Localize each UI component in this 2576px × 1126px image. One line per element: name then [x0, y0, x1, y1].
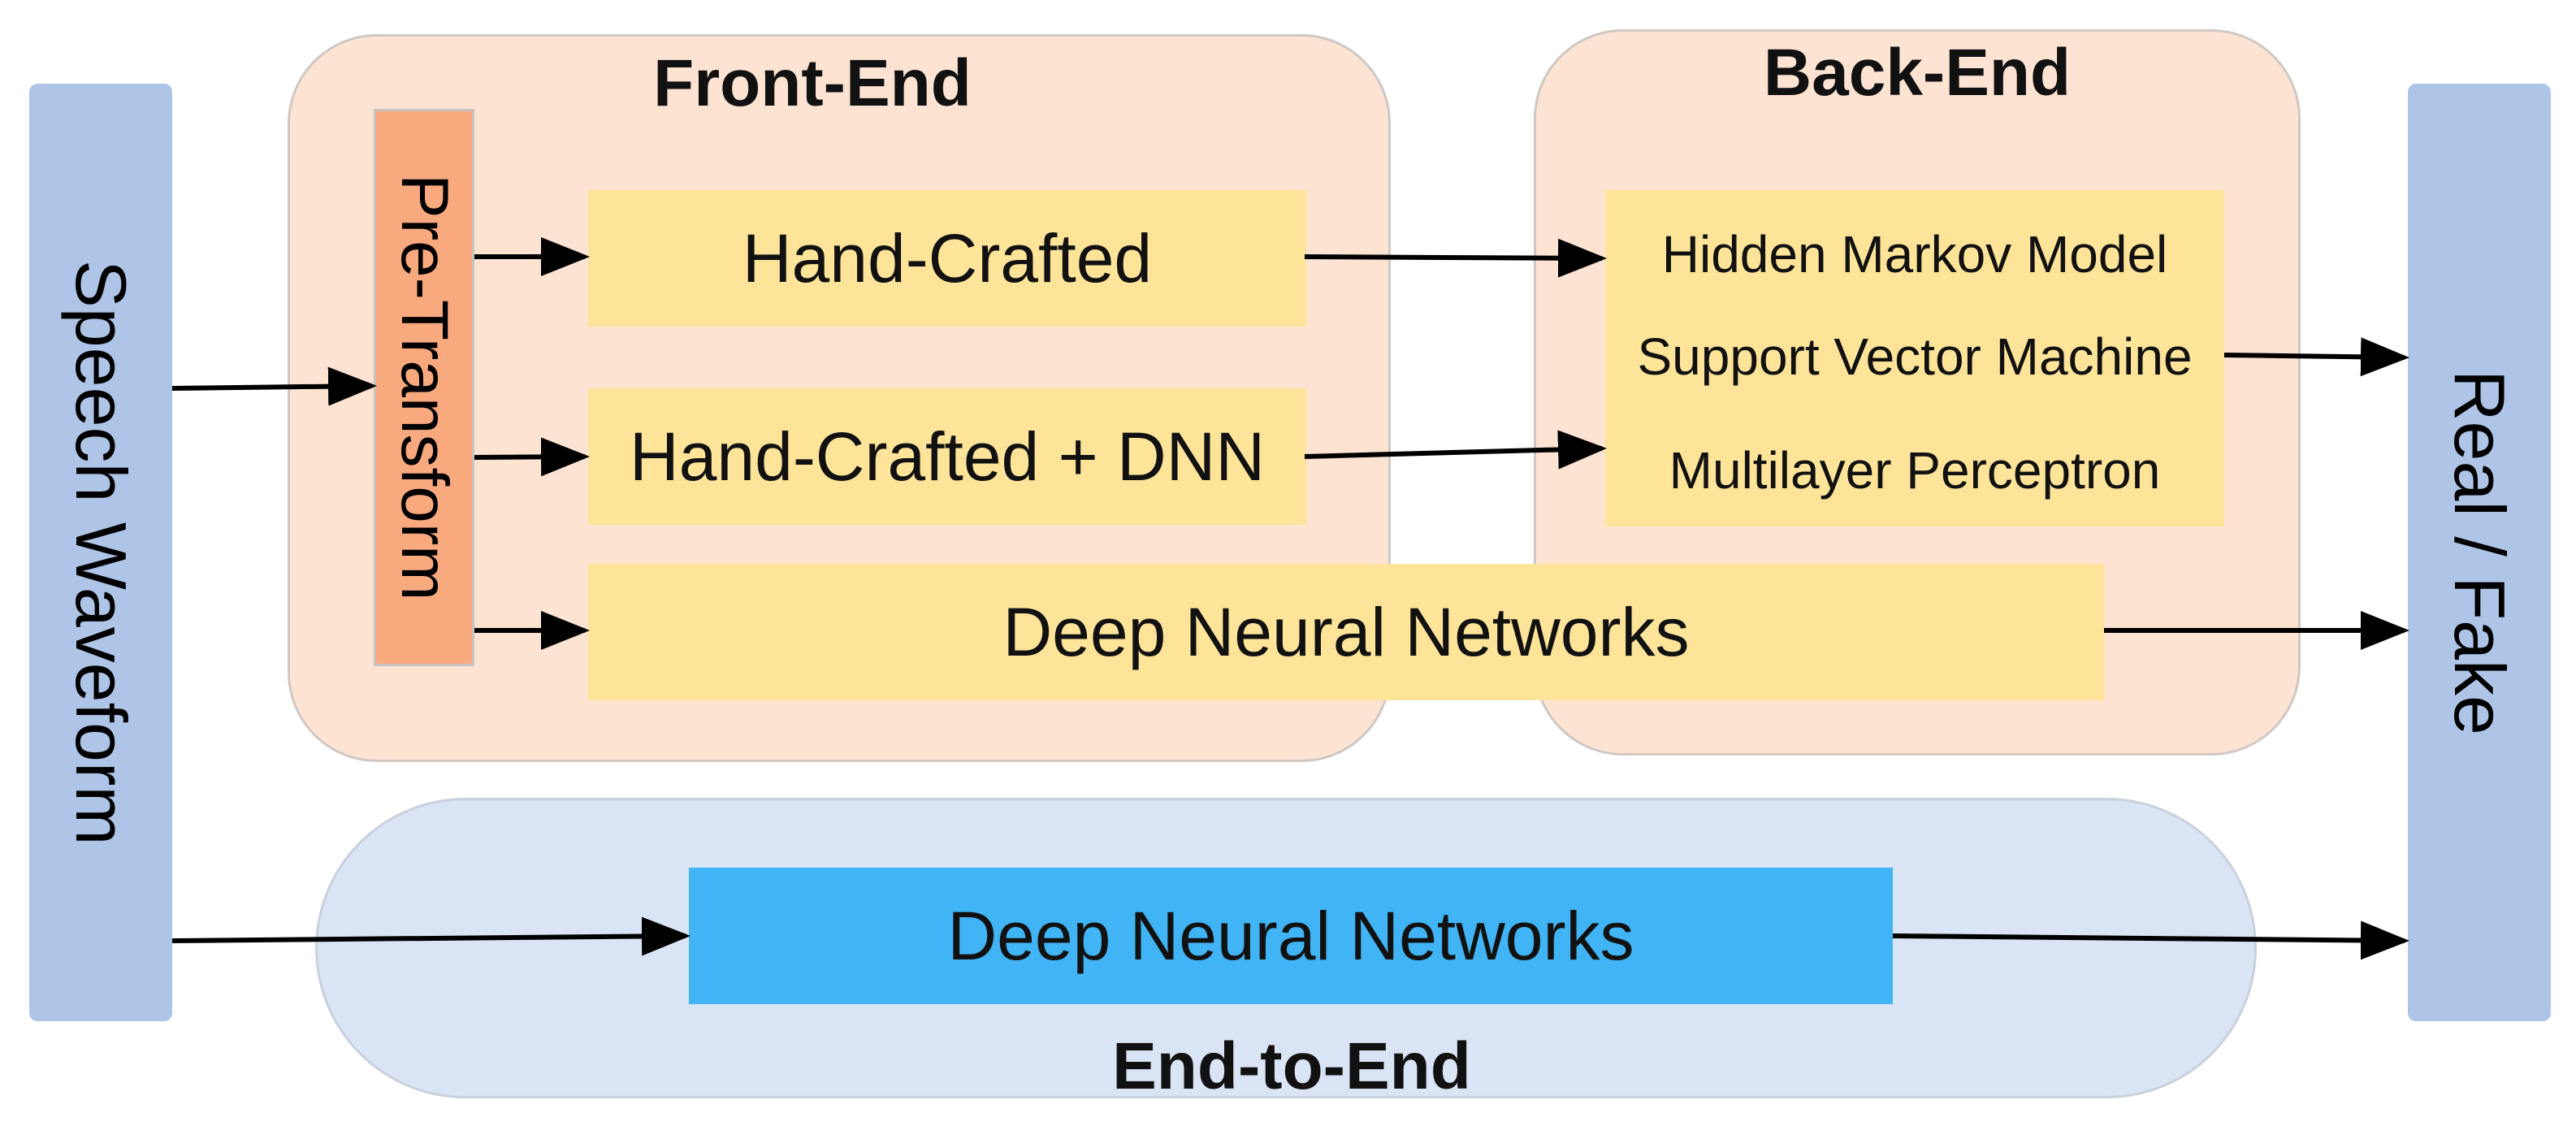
arrow-waveform-to-e2e: [171, 916, 691, 956]
front-end-dnn-box: Deep Neural Networks: [588, 564, 2104, 700]
arrow-waveform-to-pretransform: [171, 366, 377, 406]
arrow-handcrafted-to-backend: [1304, 238, 1607, 278]
pre-transform-box: Pre-Transform: [374, 109, 474, 666]
speech-waveform-bar: Speech Waveform: [29, 84, 172, 1021]
end-to-end-dnn-label: Deep Neural Networks: [947, 897, 1634, 974]
classifier-hmm: Hidden Markov Model: [1661, 225, 2168, 284]
back-end-title: Back-End: [1763, 36, 2072, 110]
classifier-svm: Support Vector Machine: [1637, 327, 2193, 386]
classifier-mlp: Multilayer Perceptron: [1669, 441, 2161, 500]
speech-waveform-label: Speech Waveform: [61, 259, 141, 846]
real-fake-label: Real / Fake: [2440, 370, 2520, 735]
arrow-e2e-to-output: [1892, 920, 2409, 960]
hand-crafted-dnn-label: Hand-Crafted + DNN: [630, 418, 1265, 495]
real-fake-bar: Real / Fake: [2408, 84, 2551, 1021]
end-to-end-title: End-to-End: [1112, 1029, 1471, 1103]
arrow-handcrafted-dnn-to-backend: [1304, 430, 1607, 470]
front-end-dnn-label: Deep Neural Networks: [1002, 593, 1690, 670]
back-end-classifier-box: Hidden Markov Model Support Vector Machi…: [1605, 190, 2224, 526]
arrow-backend-to-output: [2223, 337, 2409, 377]
pre-transform-label: Pre-Transform: [387, 174, 461, 601]
hand-crafted-box: Hand-Crafted: [588, 190, 1306, 327]
end-to-end-dnn-box: Deep Neural Networks: [689, 868, 1893, 1004]
hand-crafted-label: Hand-Crafted: [742, 219, 1153, 297]
hand-crafted-dnn-box: Hand-Crafted + DNN: [588, 388, 1306, 525]
front-end-title: Front-End: [653, 46, 972, 120]
